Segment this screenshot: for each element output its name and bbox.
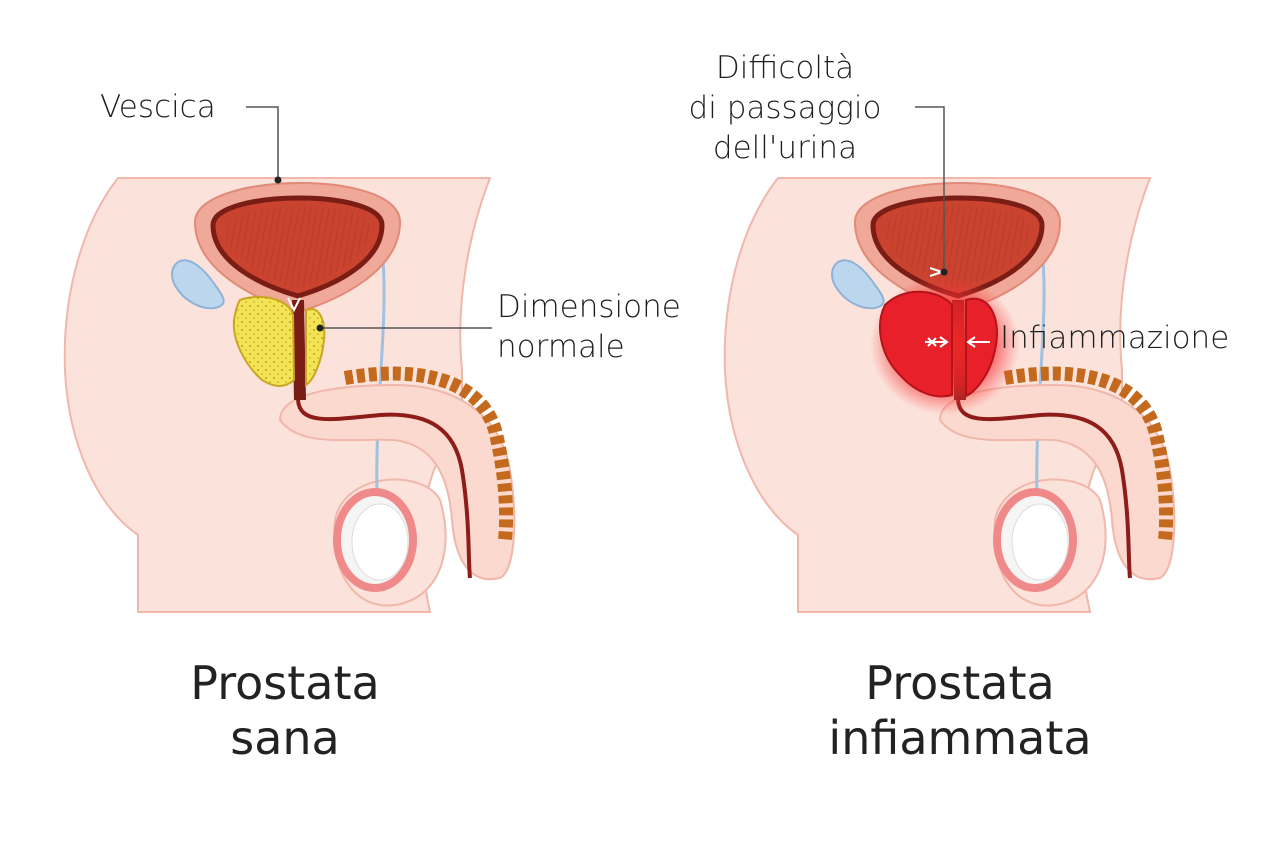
caption-inflamed-line1: Prostata bbox=[865, 656, 1055, 710]
label-infiammazione: Infiammazione bbox=[1000, 318, 1229, 358]
leader-vescica bbox=[246, 106, 279, 180]
label-difficolta-line2: di passaggio bbox=[688, 90, 882, 126]
label-dimensione-line2: normale bbox=[497, 329, 625, 365]
label-infiammazione-text: Infiammazione bbox=[1000, 320, 1230, 356]
label-difficolta-line3: dell'urina bbox=[712, 130, 858, 166]
caption-healthy-line2: sana bbox=[230, 711, 340, 765]
caption-healthy-line1: Prostata bbox=[190, 656, 380, 710]
leader-lines bbox=[246, 106, 948, 332]
label-difficolta-line1: Difficoltà bbox=[715, 50, 855, 86]
label-vescica-text: Vescica bbox=[100, 89, 216, 125]
healthy-anatomy bbox=[65, 178, 515, 612]
leader-difficolta bbox=[915, 106, 945, 272]
inflamed-prostate bbox=[879, 290, 953, 398]
caption-inflamed-line2: infiammata bbox=[828, 711, 1092, 765]
caption-inflamed: Prostata infiammata bbox=[790, 656, 1130, 766]
label-vescica: Vescica bbox=[100, 87, 216, 127]
label-difficolta: Difficoltà di passaggio dell'urina bbox=[660, 48, 910, 168]
label-dimensione-line1: Dimensione bbox=[497, 289, 681, 325]
label-dimensione-normale: Dimensione normale bbox=[497, 287, 681, 367]
caption-healthy: Prostata sana bbox=[130, 656, 440, 766]
inflamed-anatomy bbox=[725, 178, 1175, 612]
